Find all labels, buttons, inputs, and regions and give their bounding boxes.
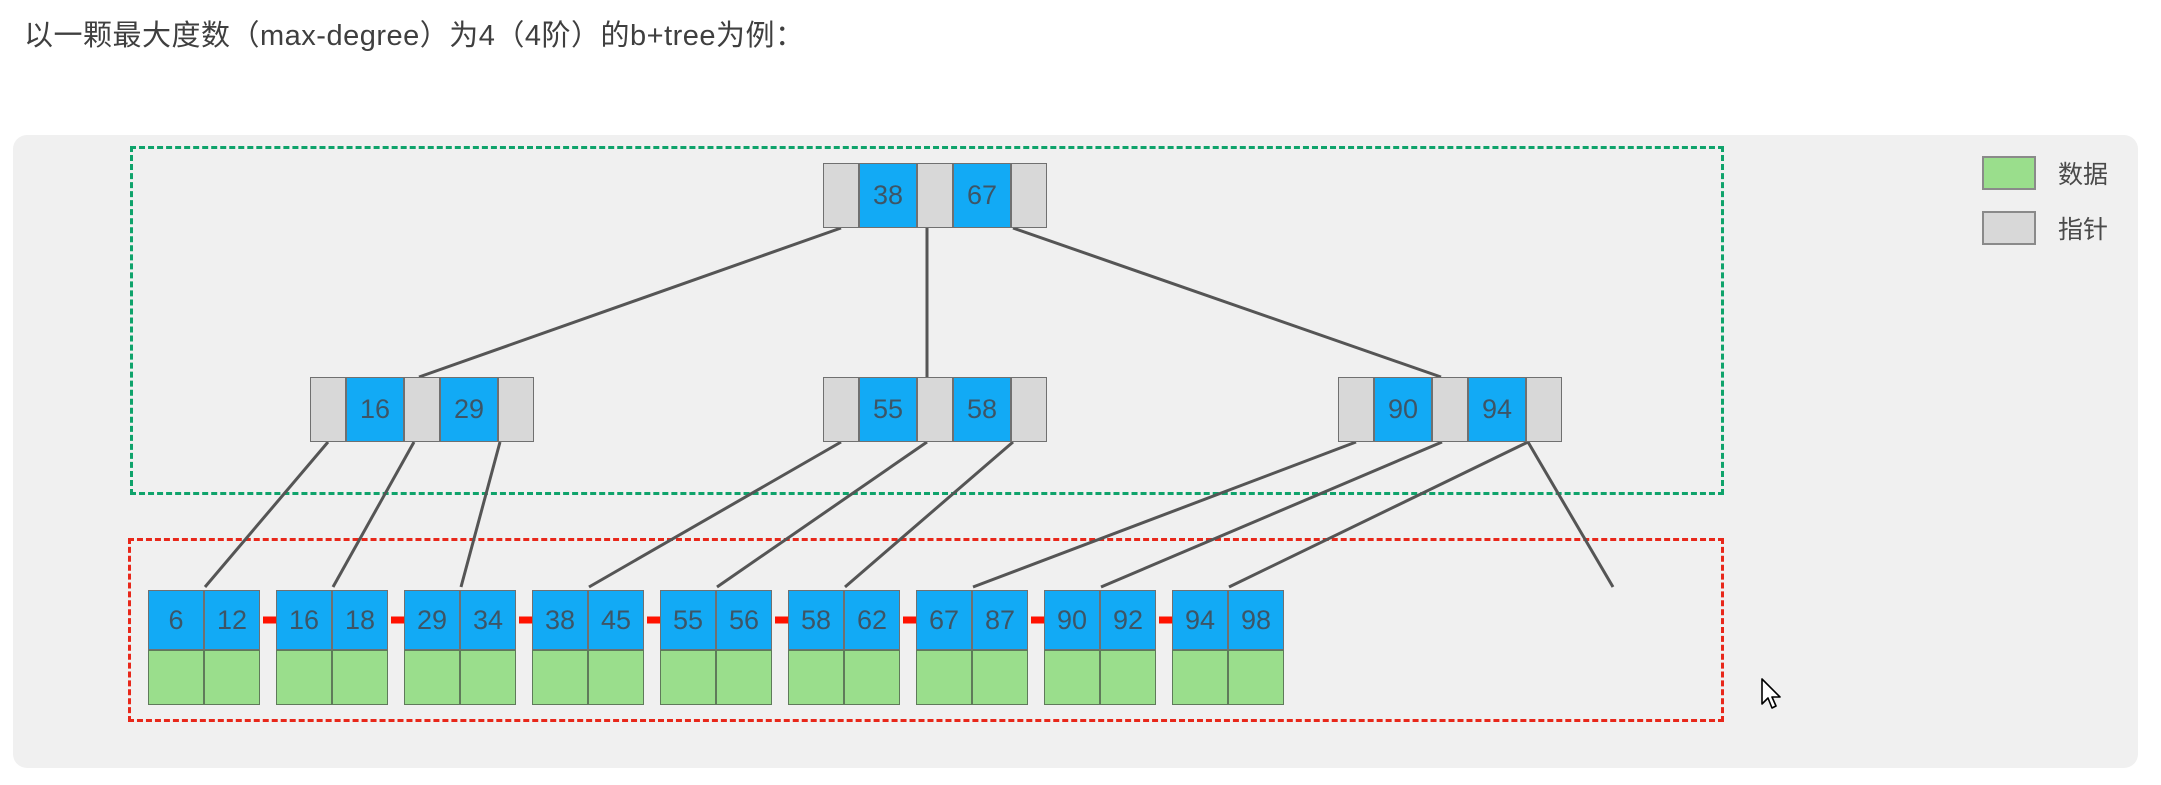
- mouse-pointer-icon: [1761, 678, 1781, 709]
- pointer-cell: [917, 163, 953, 228]
- legend-swatch-pointer-icon: [1982, 211, 2036, 245]
- pointer-cell: [1011, 163, 1047, 228]
- data-cell: [204, 650, 260, 705]
- key-cell: 98: [1228, 590, 1284, 650]
- btree-node-internal-2[interactable]: 90 94: [1338, 377, 1562, 442]
- key-cell: 56: [716, 590, 772, 650]
- btree-leaf-5[interactable]: 58 62: [788, 590, 900, 705]
- data-cell: [404, 650, 460, 705]
- btree-leaf-8[interactable]: 94 98: [1172, 590, 1284, 705]
- btree-diagram: 38 67 16 29 55 58 90 94: [13, 135, 2138, 768]
- key-cell: 87: [972, 590, 1028, 650]
- btree-leaf-4[interactable]: 55 56: [660, 590, 772, 705]
- btree-node-internal-1[interactable]: 55 58: [823, 377, 1047, 442]
- key-cell: 38: [859, 163, 917, 228]
- data-cell: [844, 650, 900, 705]
- btree-node-root[interactable]: 38 67: [823, 163, 1047, 228]
- data-cell: [1228, 650, 1284, 705]
- btree-leaf-7[interactable]: 90 92: [1044, 590, 1156, 705]
- btree-leaf-1[interactable]: 16 18: [276, 590, 388, 705]
- key-cell: 55: [859, 377, 917, 442]
- pointer-cell: [1011, 377, 1047, 442]
- key-cell: 90: [1044, 590, 1100, 650]
- data-cell: [276, 650, 332, 705]
- data-cell: [532, 650, 588, 705]
- pointer-cell: [823, 163, 859, 228]
- pointer-cell: [404, 377, 440, 442]
- data-cell: [460, 650, 516, 705]
- pointer-cell: [498, 377, 534, 442]
- pointer-cell: [1432, 377, 1468, 442]
- key-cell: 67: [916, 590, 972, 650]
- key-cell: 38: [532, 590, 588, 650]
- data-cell: [972, 650, 1028, 705]
- btree-leaf-2[interactable]: 29 34: [404, 590, 516, 705]
- data-cell: [660, 650, 716, 705]
- btree-leaf-3[interactable]: 38 45: [532, 590, 644, 705]
- key-cell: 29: [404, 590, 460, 650]
- pointer-cell: [1338, 377, 1374, 442]
- key-cell: 45: [588, 590, 644, 650]
- key-cell: 18: [332, 590, 388, 650]
- key-cell: 34: [460, 590, 516, 650]
- key-cell: 92: [1100, 590, 1156, 650]
- key-cell: 16: [276, 590, 332, 650]
- key-cell: 6: [148, 590, 204, 650]
- legend-label: 数据: [2058, 161, 2109, 189]
- data-cell: [588, 650, 644, 705]
- legend-swatch-data-icon: [1982, 156, 2036, 190]
- key-cell: 16: [346, 377, 404, 442]
- data-cell: [1100, 650, 1156, 705]
- legend-item-pointer: 指针: [1982, 210, 2108, 246]
- data-cell: [788, 650, 844, 705]
- pointer-cell: [1526, 377, 1562, 442]
- page-title: 以一颗最大度数（max-degree）为4（4阶）的b+tree为例：: [24, 20, 805, 52]
- pointer-cell: [310, 377, 346, 442]
- diagram-panel: 38 67 16 29 55 58 90 94: [13, 135, 2138, 768]
- key-cell: 67: [953, 163, 1011, 228]
- data-cell: [716, 650, 772, 705]
- data-cell: [1172, 650, 1228, 705]
- btree-node-internal-0[interactable]: 16 29: [310, 377, 534, 442]
- data-cell: [332, 650, 388, 705]
- btree-leaf-0[interactable]: 6 12: [148, 590, 260, 705]
- key-cell: 29: [440, 377, 498, 442]
- key-cell: 58: [953, 377, 1011, 442]
- key-cell: 94: [1468, 377, 1526, 442]
- key-cell: 94: [1172, 590, 1228, 650]
- pointer-cell: [823, 377, 859, 442]
- key-cell: 62: [844, 590, 900, 650]
- btree-leaf-6[interactable]: 67 87: [916, 590, 1028, 705]
- pointer-cell: [917, 377, 953, 442]
- key-cell: 55: [660, 590, 716, 650]
- key-cell: 90: [1374, 377, 1432, 442]
- data-cell: [1044, 650, 1100, 705]
- data-cell: [148, 650, 204, 705]
- legend-item-data: 数据: [1982, 155, 2108, 191]
- data-cell: [916, 650, 972, 705]
- legend-label: 指针: [2058, 216, 2109, 244]
- key-cell: 12: [204, 590, 260, 650]
- key-cell: 58: [788, 590, 844, 650]
